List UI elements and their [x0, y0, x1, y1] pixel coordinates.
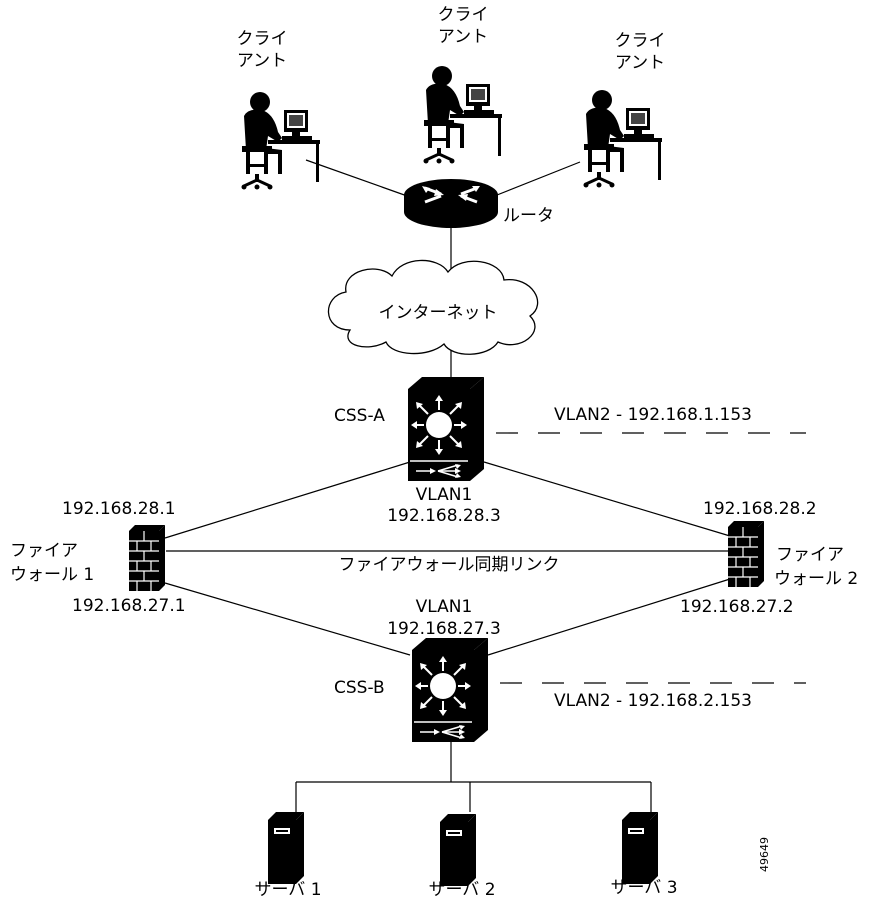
server-label: サーバ 3: [610, 878, 677, 898]
firewall-2-label-line2: ウォール 2: [774, 569, 858, 589]
client-1: クライ アント: [237, 29, 322, 191]
link-client3-router: [491, 161, 581, 198]
firewall-2-ip-top: 192.168.28.2: [703, 499, 817, 519]
css-a-vlan2-label: VLAN2 - 192.168.1.153: [554, 405, 752, 425]
css-a-label: CSS-A: [334, 406, 385, 426]
server-label: サーバ 1: [254, 880, 321, 899]
router-label: ルータ: [503, 206, 554, 226]
switch-icon: [407, 376, 485, 482]
client-3: クライ アント: [582, 31, 666, 189]
figure-id: 49649: [758, 837, 771, 872]
client-label-line2: アント: [438, 27, 488, 47]
client-label-line1: クライ: [438, 5, 489, 25]
css-b-vlan2-label: VLAN2 - 192.168.2.153: [554, 691, 752, 711]
router-icon: [404, 179, 498, 228]
server-tower-icon: [268, 812, 304, 884]
server-label: サーバ 2: [428, 880, 495, 899]
firewall-1-ip-top: 192.168.28.1: [62, 499, 176, 519]
link-fw1-cssb: [164, 582, 411, 656]
brick-wall-icon: [727, 520, 765, 588]
firewall-sync-link-label: ファイアウォール同期リンク: [339, 555, 560, 575]
brick-wall-icon: [128, 524, 166, 592]
switch-icon: [411, 637, 489, 743]
client-computer-icon: [582, 88, 664, 189]
css-b-vlan1-label: VLAN1: [416, 597, 473, 617]
server-1: サーバ 1: [254, 812, 322, 899]
internet-label: インターネット: [379, 303, 498, 323]
client-computer-icon: [240, 90, 322, 191]
css-b-label: CSS-B: [334, 678, 385, 698]
connections: [164, 159, 806, 812]
firewall-2: 192.168.28.2 ファイア ウォール 2 192.168.27.2: [680, 499, 858, 617]
server-tower-icon: [622, 812, 658, 884]
client-label-line2: アント: [237, 51, 287, 71]
client-label-line2: アント: [615, 53, 665, 73]
css-a-switch: CSS-A VLAN2 - 192.168.1.153 VLAN1 192.16…: [334, 376, 752, 526]
firewall-2-ip-bottom: 192.168.27.2: [680, 597, 794, 617]
server-tower-icon: [440, 814, 476, 886]
server-2: サーバ 2: [428, 814, 496, 899]
client-2: クライ アント: [422, 5, 504, 165]
link-cssa-fw2: [483, 461, 731, 537]
link-fw2-cssb: [487, 578, 731, 656]
client-label-line1: クライ: [237, 29, 288, 49]
server-3: サーバ 3: [610, 812, 678, 898]
css-b-switch: VLAN1 192.168.27.3 CSS-B VLAN2 - 192.168…: [334, 597, 752, 743]
css-b-vlan1-ip: 192.168.27.3: [387, 619, 501, 639]
firewall-1-ip-bottom: 192.168.27.1: [72, 596, 186, 616]
firewall-1: 192.168.28.1 ファイア ウォール 1 192.168.27.1: [10, 499, 186, 616]
link-client1-router: [305, 159, 411, 198]
link-cssa-fw1: [164, 461, 411, 539]
firewall-1-label-line2: ウォール 1: [10, 565, 94, 585]
internet: インターネット: [327, 259, 539, 355]
client-label-line1: クライ: [615, 31, 666, 51]
css-a-vlan1-ip: 192.168.28.3: [387, 506, 501, 526]
router: ルータ: [404, 179, 554, 228]
firewall-2-label-line1: ファイア: [776, 545, 844, 565]
firewall-1-label-line1: ファイア: [10, 541, 78, 561]
client-computer-icon: [422, 64, 504, 165]
css-a-vlan1-label: VLAN1: [416, 485, 473, 505]
cloud-icon: [327, 259, 539, 355]
